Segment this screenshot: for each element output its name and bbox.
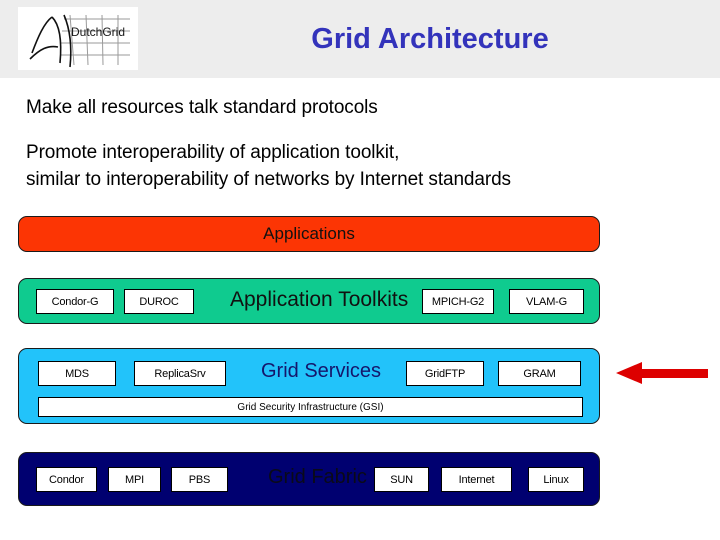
chip-vlam-g[interactable]: VLAM-G [509,289,584,314]
chip-duroc[interactable]: DUROC [124,289,194,314]
left-arrow-glyph [616,362,708,384]
chip-mpi[interactable]: MPI [108,467,161,492]
chip-linux[interactable]: Linux [528,467,584,492]
chip-sun[interactable]: SUN [374,467,429,492]
layer-applications-title: Applications [263,224,355,243]
layer-application-toolkits: Condor-G DUROC Application Toolkits MPIC… [18,278,600,324]
layer-grid-services: MDS ReplicaSrv Grid Services GridFTP GRA… [18,348,600,424]
chip-mds[interactable]: MDS [38,361,116,386]
page-title: Grid Architecture [311,22,549,55]
grid-security-infrastructure-bar[interactable]: Grid Security Infrastructure (GSI) [38,397,583,417]
chip-pbs[interactable]: PBS [171,467,228,492]
layer-application-toolkits-title: Application Toolkits [230,288,409,311]
chip-internet[interactable]: Internet [441,467,512,492]
header-divider [0,78,720,80]
dutchgrid-logo: DutchGrid [18,7,138,70]
layer-grid-fabric-title: Grid Fabric [268,466,367,488]
slide-header: DutchGrid Grid Architecture [0,0,720,78]
chip-condor-g[interactable]: Condor-G [36,289,114,314]
chip-condor[interactable]: Condor [36,467,97,492]
dutchgrid-logo-graphic: DutchGrid [29,14,130,68]
left-arrow-icon [616,360,708,386]
chip-mpich-g2[interactable]: MPICH-G2 [422,289,494,314]
chip-gridftp[interactable]: GridFTP [406,361,484,386]
chip-replicasrv[interactable]: ReplicaSrv [134,361,226,386]
bullet-text-3: similar to interoperability of networks … [26,169,511,190]
bullet-text-1: Make all resources talk standard protoco… [26,97,378,118]
layer-applications: Applications [18,216,600,252]
logo-wordmark: DutchGrid [71,25,125,39]
chip-gram[interactable]: GRAM [498,361,581,386]
layer-grid-fabric: Condor MPI PBS Grid Fabric SUN Internet … [18,452,600,506]
bullet-text-2: Promote interoperability of application … [26,142,400,163]
layer-grid-services-title: Grid Services [261,360,382,382]
